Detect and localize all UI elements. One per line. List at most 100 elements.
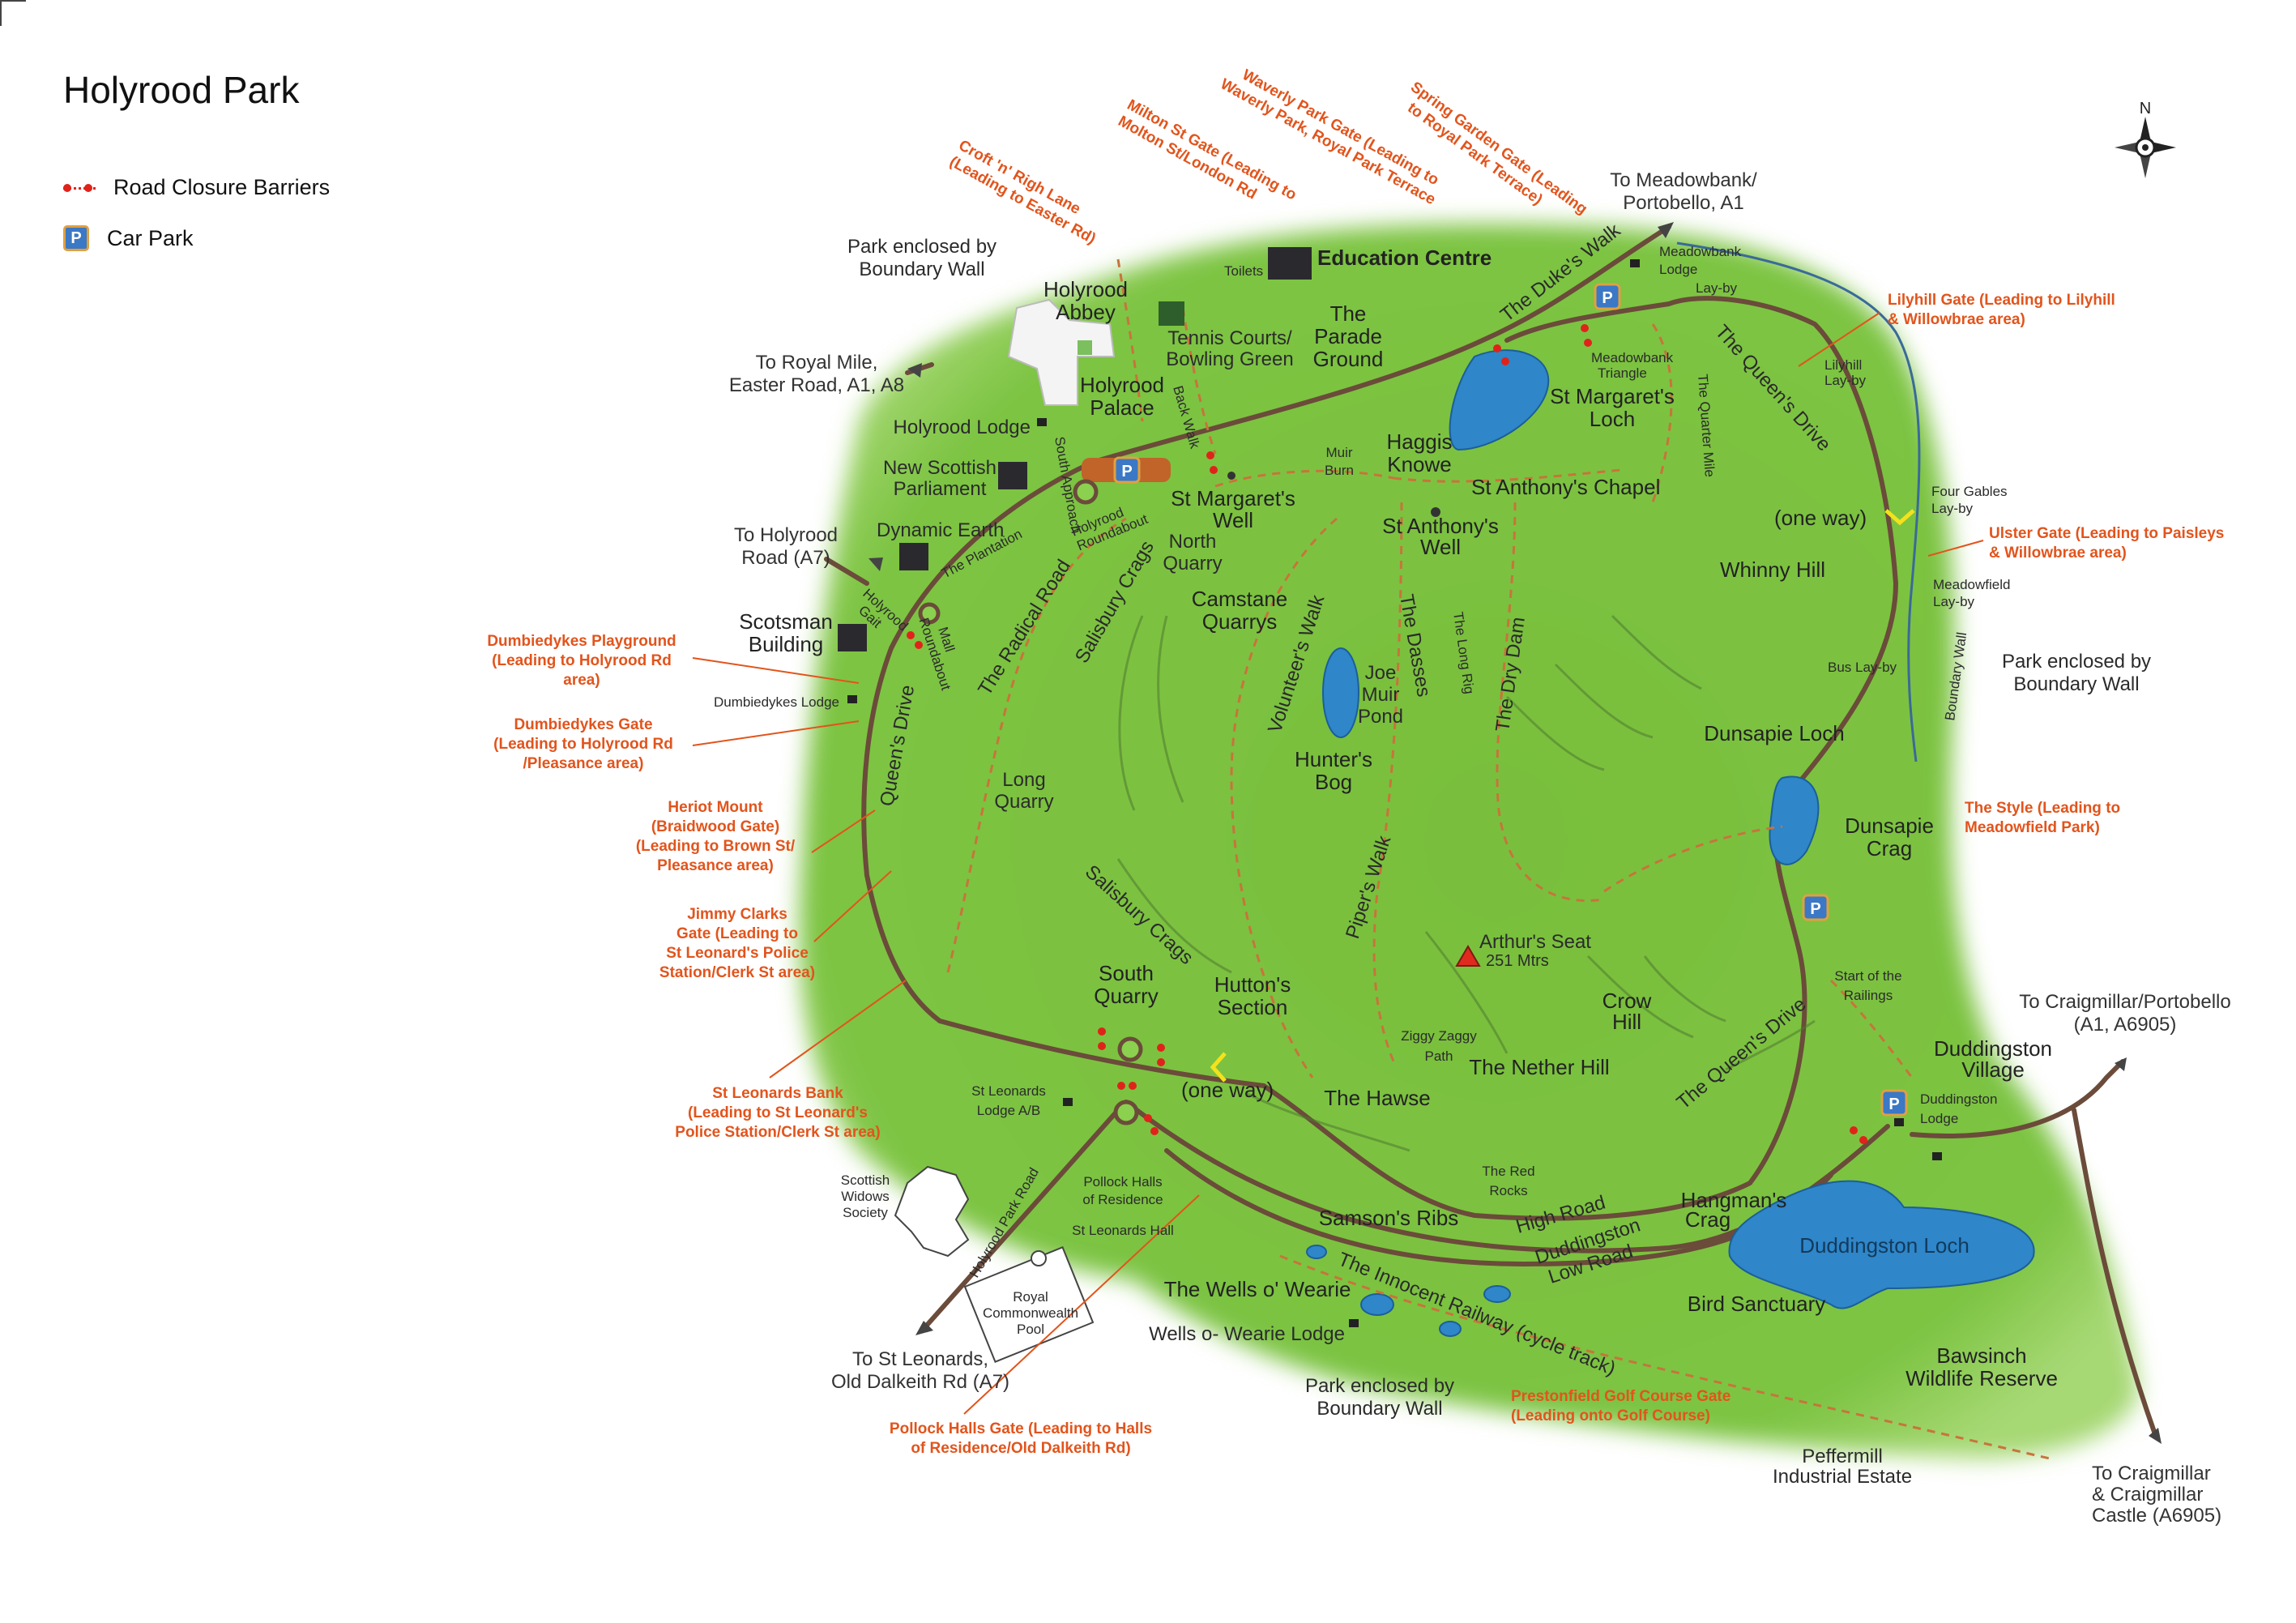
barrier-south-3 xyxy=(1117,1082,1137,1090)
st-margarets-loch xyxy=(1449,349,1550,451)
holyrood-lodge-label: Holyrood Lodge xyxy=(894,416,1031,438)
commonwealth-pool-outline xyxy=(963,1245,1095,1364)
st-margarets-well-marker xyxy=(1227,472,1235,480)
one-way-ne-label: (one way) xyxy=(1774,506,1867,530)
barrier-dukes-walk xyxy=(1493,344,1509,365)
to-craigmillar-portobello: To Craigmillar/Portobello(A1, A6905) xyxy=(2019,991,2230,1036)
dunsapie-loch xyxy=(1769,775,1820,865)
wells-o-wearie-label: The Wells o' Wearie xyxy=(1164,1277,1351,1301)
wells-pond-4 xyxy=(1306,1245,1327,1259)
gate-heriot-mount: Heriot Mount(Braidwood Gate)(Leading to … xyxy=(636,799,796,874)
svg-text:P: P xyxy=(1602,289,1612,307)
holyrood-roundabout-circle xyxy=(1073,479,1099,505)
legend-car-park: P Car Park xyxy=(63,225,194,251)
svg-text:P: P xyxy=(1121,463,1132,480)
car-parks[interactable]: P P P P xyxy=(1113,283,1908,1117)
gate-dumbiedykes: Dumbiedykes Gate(Leading to Holyrood Rd/… xyxy=(493,716,673,772)
gate-ulster: Ulster Gate (Leading to Paisleys& Willow… xyxy=(1989,525,2224,562)
barrier-south-2 xyxy=(1157,1044,1165,1066)
park-area xyxy=(799,224,2139,1459)
svg-text:P: P xyxy=(1810,900,1820,918)
dynamic-earth-building xyxy=(899,543,928,570)
gate-spring: Spring Garden Gate (Leadingto Royal Park… xyxy=(1397,79,1590,233)
legend-barriers-label: Road Closure Barriers xyxy=(113,175,331,199)
external-labels: To Meadowbank/Portobello, A1 To Royal Mi… xyxy=(729,169,2231,1527)
duddingston-loch-label: Duddingston Loch xyxy=(1799,1233,1970,1258)
samsons-ribs-label: Samson's Ribs xyxy=(1319,1206,1459,1230)
barrier-icon xyxy=(63,182,96,194)
gate-lilyhill: Lilyhill Gate (Leading to Lilyhill& Will… xyxy=(1888,292,2115,328)
mall-roundabout-circle xyxy=(918,602,941,625)
barrier-meadowbank-triangle xyxy=(1581,324,1592,347)
palace-court xyxy=(1078,340,1092,355)
dumbiedykes-lodge-label: Dumbiedykes Lodge xyxy=(714,694,839,710)
water-bodies xyxy=(1306,349,2035,1337)
gate-prestonfield: Prestonfield Golf Course Gate(Leading on… xyxy=(1511,1388,1731,1424)
craigmillar-road xyxy=(2072,1108,2157,1437)
corner-mark xyxy=(0,0,26,26)
compass-rose xyxy=(2115,117,2176,178)
tennis-courts xyxy=(1159,301,1184,326)
nether-hill-label: The Nether Hill xyxy=(1469,1055,1609,1079)
to-st-leonards: To St Leonards,Old Dalkeith Rd (A7) xyxy=(831,1348,1009,1393)
lay-by-label: Lay-by xyxy=(1696,280,1738,296)
one-way-sw-label: (one way) xyxy=(1181,1078,1274,1102)
holyrood-palace-abbey xyxy=(1007,298,1116,406)
scotsman-building xyxy=(838,624,867,651)
car-park-duddingston: P xyxy=(1880,1089,1908,1117)
joe-muir-pond xyxy=(1322,647,1359,738)
st-anthonys-chapel-marker xyxy=(1431,507,1440,517)
gate-dumbiedykes-playground: Dumbiedykes Playground(Leading to Holyro… xyxy=(487,633,676,689)
parliament-building xyxy=(998,462,1027,489)
south-roundabout-2 xyxy=(1113,1100,1139,1125)
st-leonards-hall-label: St Leonards Hall xyxy=(1072,1223,1174,1238)
bird-sanctuary-label: Bird Sanctuary xyxy=(1688,1292,1826,1316)
legend-barriers: Road Closure Barriers xyxy=(63,175,330,200)
south-roundabout-1 xyxy=(1117,1036,1143,1062)
education-centre-building xyxy=(1268,247,1312,280)
dynamic-earth-label: Dynamic Earth xyxy=(877,519,1004,541)
education-centre-label: Education Centre xyxy=(1317,246,1492,270)
bus-layby-label: Bus Lay-by xyxy=(1828,660,1897,675)
boundary-wall-line xyxy=(1676,241,1921,762)
svg-text:P: P xyxy=(1888,1096,1899,1113)
barrier-south-1 xyxy=(1098,1027,1106,1050)
arthurs-seat-marker[interactable] xyxy=(1455,945,1481,967)
to-meadowbank: To Meadowbank/Portobello, A1 xyxy=(1610,169,1757,214)
scottish-widows-outline xyxy=(894,1165,970,1258)
car-park-meadowbank: P xyxy=(1594,283,1621,310)
page-title: Holyrood Park xyxy=(63,69,300,111)
road-closure-barriers[interactable] xyxy=(907,324,1867,1144)
